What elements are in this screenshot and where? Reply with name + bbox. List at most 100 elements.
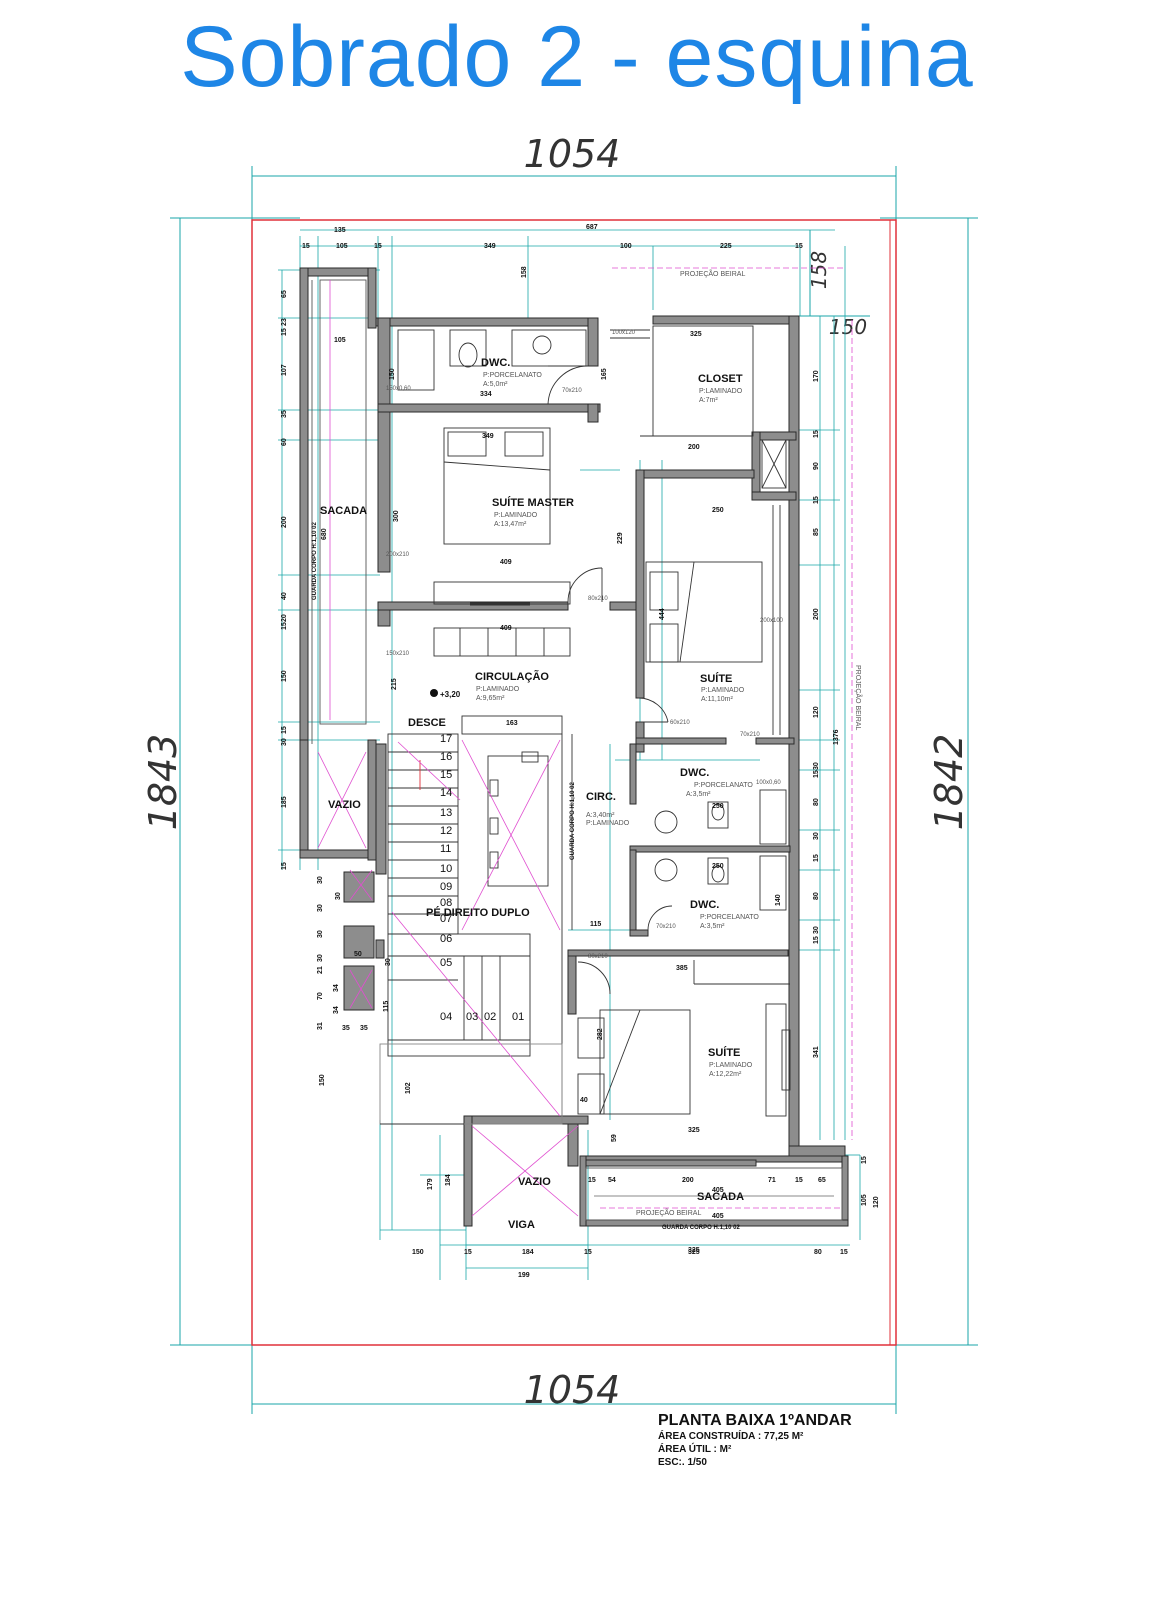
page-title: Sobrado 2 - esquina	[180, 9, 974, 105]
dim: 31	[317, 1022, 324, 1030]
opening: 70x210	[740, 732, 760, 738]
dim: 120	[873, 1196, 880, 1208]
void-markers	[317, 267, 853, 1217]
room-suite-bottom-floor: P:LAMINADO	[709, 1062, 753, 1069]
dim: 1376	[833, 729, 840, 745]
dim: 15	[281, 726, 288, 734]
room-dwc2-name: DWC.	[680, 767, 709, 779]
dim: 405	[712, 1213, 724, 1220]
dim: 334	[480, 391, 492, 398]
dim: 200	[813, 608, 820, 620]
dim: 15	[281, 862, 288, 870]
room-circ-area: A:3,40m²	[586, 812, 615, 819]
dim: 199	[518, 1272, 530, 1279]
room-suite-bottom-area: A:12,22m²	[709, 1071, 742, 1078]
room-closet-floor: P:LAMINADO	[699, 388, 743, 395]
dim: 80	[814, 1249, 822, 1256]
room-circulacao-area: A:9,65m²	[476, 695, 505, 702]
room-closet-area: A:7m²	[699, 397, 718, 404]
room-sacada-bottom-name: SACADA	[697, 1191, 744, 1203]
stair-numbers: 17 16 15 14 13 12 11 10 09 08 07 06 05 0…	[440, 733, 524, 1023]
dim: 250	[712, 863, 724, 870]
dim: 30	[317, 930, 324, 938]
room-dwc2-area: A:3,5m²	[686, 791, 711, 798]
note-guarda-bottom: GUARDA CORPO H:1,10 02	[662, 1225, 740, 1231]
dim: 105	[336, 243, 348, 250]
dim: 30	[813, 762, 820, 770]
stair-step: 10	[440, 863, 452, 875]
dim: 325	[688, 1127, 700, 1134]
dim: 90	[813, 462, 820, 470]
stair-step: 16	[440, 751, 452, 763]
dim: 250	[712, 507, 724, 514]
room-suite-master-name: SUÍTE MASTER	[492, 496, 574, 509]
room-circulacao-floor: P:LAMINADO	[476, 686, 520, 693]
dim: 200	[281, 516, 288, 528]
opening: 60x210	[670, 720, 690, 726]
dim: 15	[813, 496, 820, 504]
dim: 107	[281, 364, 288, 376]
room-suite-master-floor: P:LAMINADO	[494, 512, 538, 519]
stair-step: 05	[440, 957, 452, 969]
opening: 80x210	[588, 954, 608, 960]
stair-step: 04	[440, 1011, 452, 1023]
stair-step: 12	[440, 825, 452, 837]
dim: 184	[522, 1249, 534, 1256]
dim: 15	[840, 1249, 848, 1256]
room-dwc1-area: A:5,0m²	[483, 381, 508, 388]
dim: 35	[360, 1025, 368, 1032]
room-circ-name: CIRC.	[586, 791, 616, 803]
dim: 105	[334, 337, 346, 344]
room-labels: DWC. P:PORCELANATO A:5,0m² CLOSET P:LAMI…	[320, 357, 759, 1231]
dim: 349	[482, 433, 494, 440]
stair-step: 01	[512, 1011, 524, 1023]
stair-step: 14	[440, 787, 452, 799]
dim: 150	[389, 368, 396, 380]
dim: 30	[317, 954, 324, 962]
stair-step: 06	[440, 933, 452, 945]
dim-bottom-overall: 1054	[524, 1368, 621, 1412]
room-sacada-left-name: SACADA	[320, 505, 367, 517]
dim: 40	[281, 592, 288, 600]
dim: 120	[813, 706, 820, 718]
overall-dimensions: 1054 1054 1843 1842 158 150	[141, 132, 978, 1414]
dim: 23	[281, 318, 288, 326]
dim: 115	[590, 921, 601, 928]
property-line	[251, 219, 897, 1346]
dim: 30	[813, 832, 820, 840]
dim: 15	[281, 328, 288, 336]
dim: 341	[813, 1046, 820, 1058]
dim: 40	[580, 1097, 588, 1104]
room-pe-direito-name: PÉ DIREITO DUPLO	[426, 906, 530, 919]
stair-step: 03	[466, 1011, 478, 1023]
dim: 30	[335, 892, 342, 900]
dim: 282	[597, 1028, 604, 1040]
scale: ESC:. 1/50	[658, 1457, 707, 1468]
room-suite-right-name: SUÍTE	[700, 672, 732, 685]
stair-step: 09	[440, 881, 452, 893]
dim: 15	[813, 936, 820, 944]
dim: 34	[333, 1006, 340, 1014]
area-util: ÁREA ÚTIL : M²	[658, 1444, 732, 1455]
room-dwc3-floor: P:PORCELANATO	[700, 914, 759, 921]
dim: 229	[617, 532, 624, 544]
dim: 30	[281, 738, 288, 746]
dim: 15	[861, 1156, 868, 1164]
dim: 250	[712, 803, 724, 810]
notes: PROJEÇÃO BEIRAL PROJEÇÃO BEIRAL PROJEÇÃO…	[312, 269, 863, 1231]
dim: 15	[795, 1177, 803, 1184]
note-projecao-bottom: PROJEÇÃO BEIRAL	[636, 1208, 701, 1217]
dim: 65	[281, 290, 288, 298]
dim: 21	[317, 966, 324, 974]
room-circ-floor: P:LAMINADO	[586, 820, 630, 827]
stair-step: 15	[440, 769, 452, 781]
dim: 20	[281, 614, 288, 622]
note-guarda-left: GUARDA CORPO H:1,10 02	[312, 522, 318, 600]
room-suite-right-floor: P:LAMINADO	[701, 687, 745, 694]
dim: 15	[464, 1249, 472, 1256]
dim: 135	[334, 227, 346, 234]
room-suite-right-area: A:11,10m²	[701, 696, 733, 703]
stair-step: 13	[440, 807, 452, 819]
dim: 385	[676, 965, 688, 972]
level-marker-icon	[430, 689, 438, 697]
